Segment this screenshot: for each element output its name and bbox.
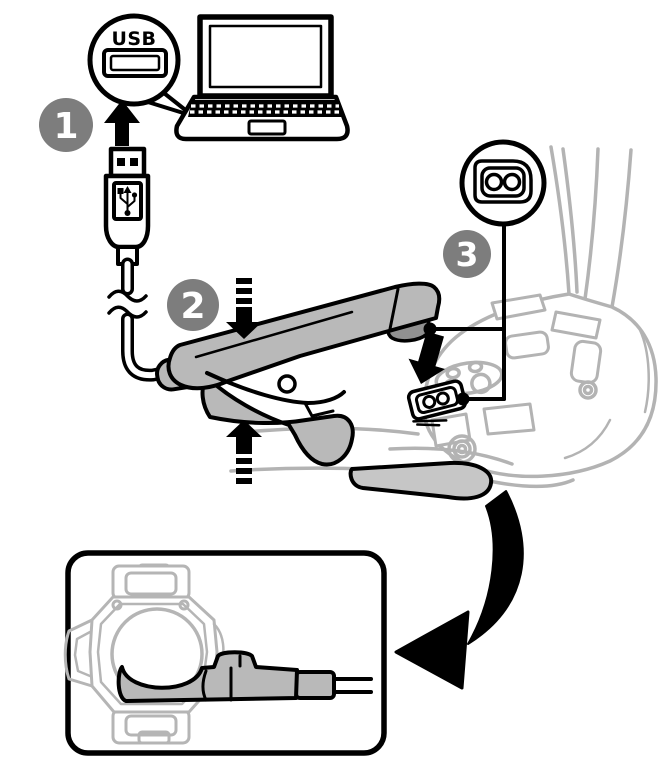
charging-contact-icon	[406, 379, 468, 427]
press-up-arrow-icon	[226, 420, 262, 484]
inset-watch-with-clip-icon	[63, 550, 387, 756]
usb-port-label: USB	[111, 28, 156, 50]
step-3-badge: 3	[443, 230, 491, 278]
inset-charger-clip-icon	[116, 650, 373, 703]
charger-clip-icon	[155, 281, 442, 467]
step-1-badge: 1	[39, 98, 93, 152]
watch-back-icon	[229, 145, 658, 501]
step-3-number: 3	[456, 235, 479, 274]
inset-watch-back-icon	[63, 563, 225, 745]
usb-plug-icon	[103, 146, 175, 382]
insert-usb-arrow-icon	[104, 100, 140, 146]
flip-arrow-icon	[394, 490, 524, 690]
charging-contact-callout-icon	[459, 139, 547, 227]
attach-arrow-icon	[408, 331, 446, 384]
laptop-icon	[174, 14, 350, 142]
press-down-arrow-icon	[226, 278, 262, 339]
step-2-number: 2	[180, 286, 205, 327]
contact-leader-lines	[428, 222, 506, 401]
step-2-badge: 2	[167, 279, 219, 331]
usb-port-callout-icon: USB	[87, 13, 195, 118]
step-1-number: 1	[53, 106, 78, 147]
watch-contact-dot	[456, 392, 470, 406]
